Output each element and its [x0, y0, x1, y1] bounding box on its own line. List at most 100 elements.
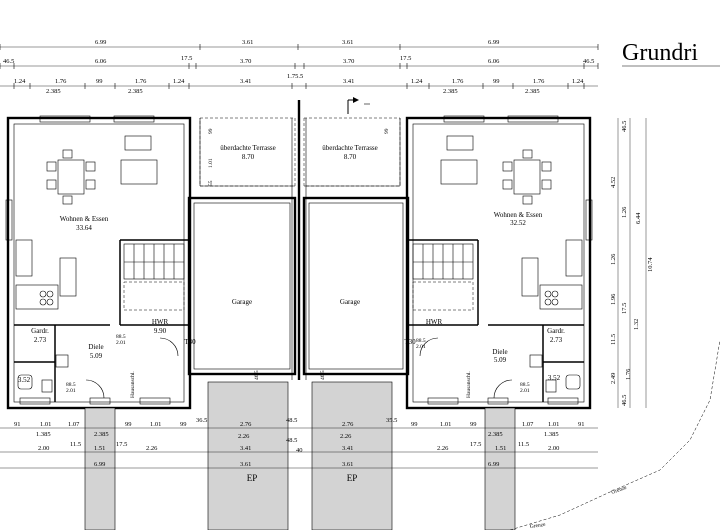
svg-text:1.76: 1.76 — [625, 368, 632, 380]
svg-text:1.75.5: 1.75.5 — [287, 73, 303, 80]
svg-text:2.76: 2.76 — [342, 421, 354, 428]
left-door-dim-sub: 2.01 — [116, 340, 126, 346]
ep-label-left: EP — [247, 473, 258, 483]
right-wc-area: 2.73 — [550, 336, 563, 344]
svg-text:99: 99 — [96, 78, 103, 85]
right-dimensions: 46.5 4.52 10.74 1.26 6.44 1.26 1.96 17.5… — [610, 118, 654, 408]
svg-text:2.00: 2.00 — [548, 445, 559, 452]
right-terrace-area: 8.70 — [344, 153, 357, 161]
svg-text:1.76: 1.76 — [135, 78, 147, 85]
right-terrace-dim: 99 — [384, 128, 390, 134]
svg-text:1.51: 1.51 — [94, 445, 105, 452]
svg-text:99: 99 — [470, 421, 477, 428]
svg-text:1.76: 1.76 — [55, 78, 67, 85]
svg-text:3.61: 3.61 — [242, 39, 253, 46]
svg-text:3.41: 3.41 — [342, 445, 353, 452]
svg-text:17.5: 17.5 — [470, 441, 481, 448]
svg-text:1.07: 1.07 — [68, 421, 80, 428]
svg-text:10.74: 10.74 — [647, 257, 654, 272]
svg-text:3.61: 3.61 — [240, 461, 251, 468]
svg-text:3.61: 3.61 — [342, 39, 353, 46]
svg-text:1.76: 1.76 — [452, 78, 464, 85]
svg-text:99: 99 — [180, 421, 187, 428]
svg-text:2.385: 2.385 — [46, 88, 61, 95]
left-diele-label: Diele — [88, 343, 103, 351]
boundary-label: Grenze — [611, 485, 628, 496]
right-diele-area: 5.09 — [494, 356, 507, 364]
svg-text:91: 91 — [14, 421, 21, 428]
right-living-area: 32.52 — [510, 219, 526, 227]
svg-text:2.26: 2.26 — [340, 433, 352, 440]
bottom-dimensions: 91 1.01 1.07 99 1.01 99 36.5 2.76 48.5 2… — [0, 417, 598, 469]
svg-text:1.01: 1.01 — [440, 421, 451, 428]
svg-text:1.07: 1.07 — [522, 421, 534, 428]
right-door2-dim-sub: 2.01 — [520, 388, 530, 394]
right-living-label: Wohnen & Essen — [494, 211, 543, 219]
right-bath-area: 3.52 — [548, 374, 561, 382]
svg-text:1.32: 1.32 — [633, 319, 640, 330]
svg-text:6.99: 6.99 — [488, 461, 499, 468]
plan-title: Grundri — [622, 40, 698, 66]
left-wc-area: 2.73 — [34, 336, 47, 344]
svg-text:3.70: 3.70 — [240, 58, 251, 65]
svg-text:17.5: 17.5 — [400, 55, 411, 62]
svg-text:1.24: 1.24 — [411, 78, 423, 85]
svg-text:1.96: 1.96 — [610, 293, 617, 305]
svg-text:91: 91 — [578, 421, 585, 428]
svg-text:2.385: 2.385 — [443, 88, 458, 95]
svg-text:2.00: 2.00 — [38, 445, 49, 452]
right-terrace-label: überdachte Terrasse — [322, 144, 378, 152]
left-hwr-label: HWR — [152, 318, 169, 326]
svg-text:11.5: 11.5 — [70, 441, 81, 448]
parking-areas — [84, 381, 516, 530]
left-door2-dim: 88.5 — [66, 382, 76, 388]
svg-text:46.5: 46.5 — [621, 395, 628, 406]
svg-text:1.76: 1.76 — [533, 78, 545, 85]
svg-text:11.5: 11.5 — [518, 441, 529, 448]
right-garage-label: Garage — [340, 298, 360, 306]
svg-text:6.44: 6.44 — [635, 212, 642, 224]
left-living-label: Wohnen & Essen — [60, 215, 109, 223]
svg-text:48.5: 48.5 — [286, 437, 297, 444]
svg-text:1.24: 1.24 — [572, 78, 584, 85]
boundary-label-bottom: Grenze — [529, 522, 546, 530]
right-door-dim: 88.5 — [416, 338, 426, 344]
left-terrace-label: überdachte Terrasse — [220, 144, 276, 152]
left-hausanschl: Hausanschl. — [130, 371, 136, 398]
svg-text:2.26: 2.26 — [437, 445, 449, 452]
svg-text:48.5: 48.5 — [286, 417, 297, 424]
svg-text:3.61: 3.61 — [342, 461, 353, 468]
right-hausanschl: Hausanschl. — [466, 371, 472, 398]
svg-text:40: 40 — [296, 447, 303, 454]
left-house: überdachte Terrasse 8.70 Wohnen & Essen … — [5, 115, 297, 410]
right-door2-dim: 88.5 — [520, 382, 530, 388]
svg-text:2.26: 2.26 — [238, 433, 250, 440]
svg-text:1.26: 1.26 — [621, 206, 628, 218]
right-wc-label: Gardr. — [547, 327, 565, 335]
svg-text:35.5: 35.5 — [386, 417, 397, 424]
left-door-dim: 88.5 — [116, 334, 126, 340]
svg-text:1.385: 1.385 — [544, 431, 559, 438]
ep-label-right: EP — [347, 473, 358, 483]
left-door2-dim-sub: 2.01 — [66, 388, 76, 394]
svg-text:46.5: 46.5 — [3, 58, 14, 65]
svg-text:6.06: 6.06 — [488, 58, 500, 65]
svg-text:36.5: 36.5 — [196, 417, 207, 424]
svg-text:1.385: 1.385 — [36, 431, 51, 438]
svg-text:46.5: 46.5 — [583, 58, 594, 65]
svg-text:46.5: 46.5 — [621, 121, 628, 132]
svg-text:6.99: 6.99 — [94, 461, 105, 468]
section-marker-top — [347, 97, 370, 114]
left-diele-area: 5.09 — [90, 352, 103, 360]
right-garage-dim: 46.5 — [320, 370, 326, 380]
svg-text:2.385: 2.385 — [525, 88, 540, 95]
svg-text:11.5: 11.5 — [610, 334, 617, 345]
svg-text:3.41: 3.41 — [240, 445, 251, 452]
svg-text:2.385: 2.385 — [128, 88, 143, 95]
right-hwr-label: HWR — [426, 318, 443, 326]
svg-text:3.41: 3.41 — [240, 78, 251, 85]
top-dimensions: 6.99 3.61 3.61 6.99 46.5 6.06 17.5 3.70 … — [0, 39, 599, 95]
right-house: überdachte Terrasse 8.70 Wohnen & Essen … — [302, 115, 593, 410]
svg-text:2.385: 2.385 — [488, 431, 503, 438]
